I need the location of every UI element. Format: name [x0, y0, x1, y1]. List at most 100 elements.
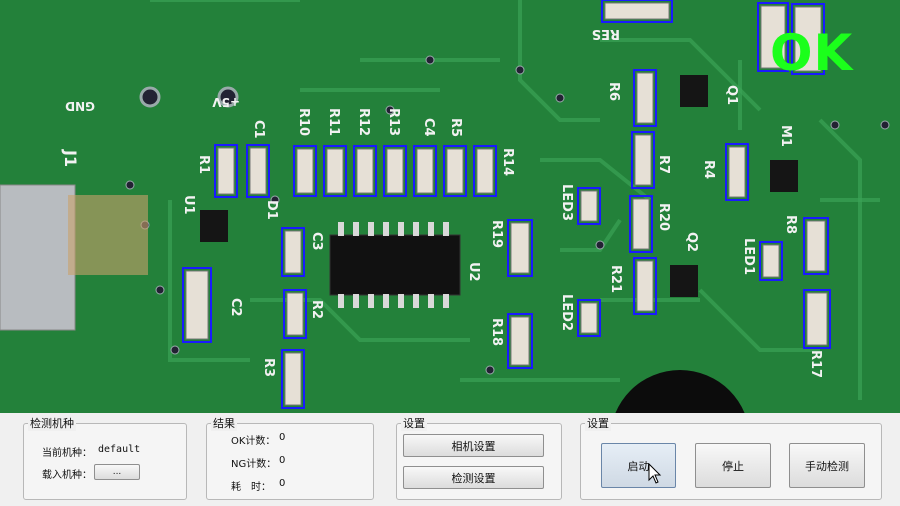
via-hole-3 — [515, 65, 525, 75]
component-r12 — [356, 148, 374, 194]
silk-label-r3: R3 — [261, 358, 276, 377]
ic-pin-bottom-0 — [338, 294, 344, 308]
detection-box-c1 — [246, 144, 270, 198]
detection-box-ok-b — [791, 3, 825, 75]
manual-detect-button[interactable]: 手动检测 — [789, 443, 865, 488]
ic-u2 — [329, 234, 461, 296]
transistor-q2 — [670, 265, 698, 297]
component-r13 — [386, 148, 404, 194]
silk-label-r18: R18 — [489, 318, 504, 346]
silk-label-res: RES — [592, 26, 620, 41]
silk-label-r2: R2 — [309, 300, 324, 319]
detection-box-r18 — [507, 313, 533, 369]
detection-box-r21 — [633, 257, 657, 315]
time-label: 耗 时： — [231, 482, 271, 493]
settings-group-1: 设置 相机设置 检测设置 — [396, 415, 562, 500]
ic-pin-top-7 — [443, 222, 449, 236]
buzzer — [615, 370, 745, 413]
detection-box-r10 — [293, 145, 317, 197]
via-hole-1 — [217, 86, 239, 108]
ic-pin-top-2 — [368, 222, 374, 236]
load-model-label: 载入机种： — [42, 470, 92, 481]
detection-settings-button[interactable]: 检测设置 — [403, 466, 544, 489]
copper-trace-5 — [540, 158, 652, 202]
silk-label-r6: R6 — [606, 82, 621, 101]
current-model-label: 当前机种： — [42, 448, 92, 459]
via-hole-14 — [270, 195, 280, 205]
component-r11 — [326, 148, 344, 194]
component-r17 — [806, 292, 828, 346]
component-ok-a — [760, 5, 786, 69]
detection-box-r13 — [383, 145, 407, 197]
silk-label-u2: U2 — [466, 262, 481, 282]
component-r6 — [636, 72, 654, 124]
silk-label-r19: R19 — [489, 220, 504, 248]
via-hole-13 — [155, 285, 165, 295]
detection-box-r2 — [283, 289, 307, 339]
ic-pin-bottom-5 — [413, 294, 419, 308]
component-c2 — [185, 270, 209, 340]
silk-label-r4: R4 — [701, 160, 716, 179]
detection-box-c2 — [182, 267, 212, 343]
silk-label-r20: R20 — [656, 203, 671, 231]
silk-label-plus5v: +5V — [212, 95, 240, 109]
detection-box-c3 — [281, 227, 305, 277]
component-r20 — [632, 198, 650, 250]
ic-pin-top-6 — [428, 222, 434, 236]
connector-pins — [68, 195, 148, 275]
silk-label-r11: R11 — [326, 108, 341, 136]
silk-label-u1: U1 — [181, 195, 196, 215]
copper-trace-0 — [518, 0, 600, 122]
component-led1 — [762, 244, 780, 278]
component-c1 — [249, 147, 267, 195]
copper-trace-1 — [600, 38, 762, 112]
detection-box-r17 — [803, 289, 831, 349]
current-model-value: default — [98, 444, 141, 455]
detection-box-led2 — [577, 299, 601, 337]
browse-model-button[interactable]: ... — [94, 464, 140, 480]
component-r14 — [476, 148, 494, 194]
silk-label-led1: LED1 — [741, 238, 756, 275]
detection-box-r20 — [629, 195, 653, 253]
silk-label-r14: R14 — [500, 148, 515, 176]
via-hole-2 — [425, 55, 435, 65]
result-group-title: 结果 — [211, 415, 237, 431]
silk-label-r7: R7 — [656, 155, 671, 174]
detection-box-r4 — [725, 143, 749, 201]
control-panel: 检测机种 当前机种： default 载入机种： ... 结果 OK计数： 0 … — [0, 413, 900, 506]
detection-box-r1 — [214, 144, 238, 198]
via-hole-8 — [595, 240, 605, 250]
detection-box-r7 — [631, 131, 655, 189]
model-group-title: 检测机种 — [28, 415, 76, 431]
component-led2 — [580, 302, 598, 334]
silk-label-c1: C1 — [251, 120, 266, 139]
board-sheen — [0, 0, 900, 413]
via-hole-15 — [170, 345, 180, 355]
silk-label-q1: Q1 — [724, 85, 739, 105]
silk-label-r13: R13 — [386, 108, 401, 136]
detection-box-r6 — [633, 69, 657, 127]
ic-pin-bottom-3 — [383, 294, 389, 308]
detection-box-led3 — [577, 187, 601, 225]
settings-group-1-title: 设置 — [401, 415, 427, 431]
stop-button[interactable]: 停止 — [695, 443, 771, 488]
start-button[interactable]: 启动 — [601, 443, 676, 488]
result-group: 结果 OK计数： 0 NG计数： 0 耗 时： 0 — [206, 415, 374, 500]
copper-trace-8 — [818, 118, 862, 400]
silk-label-q2: Q2 — [684, 232, 699, 252]
transistor-u1 — [200, 210, 228, 242]
silk-label-d1: D1 — [264, 200, 279, 220]
camera-settings-button[interactable]: 相机设置 — [403, 434, 544, 457]
component-r18 — [510, 316, 530, 366]
via-hole-11 — [125, 180, 135, 190]
detection-box-r14 — [473, 145, 497, 197]
component-r10 — [296, 148, 314, 194]
detection-box-r3 — [281, 349, 305, 409]
ic-pin-top-3 — [383, 222, 389, 236]
mouse-cursor-icon — [648, 463, 662, 484]
copper-trace-3 — [168, 200, 250, 362]
ic-pin-bottom-2 — [368, 294, 374, 308]
ic-pin-top-4 — [398, 222, 404, 236]
silk-label-led2: LED2 — [559, 294, 574, 331]
